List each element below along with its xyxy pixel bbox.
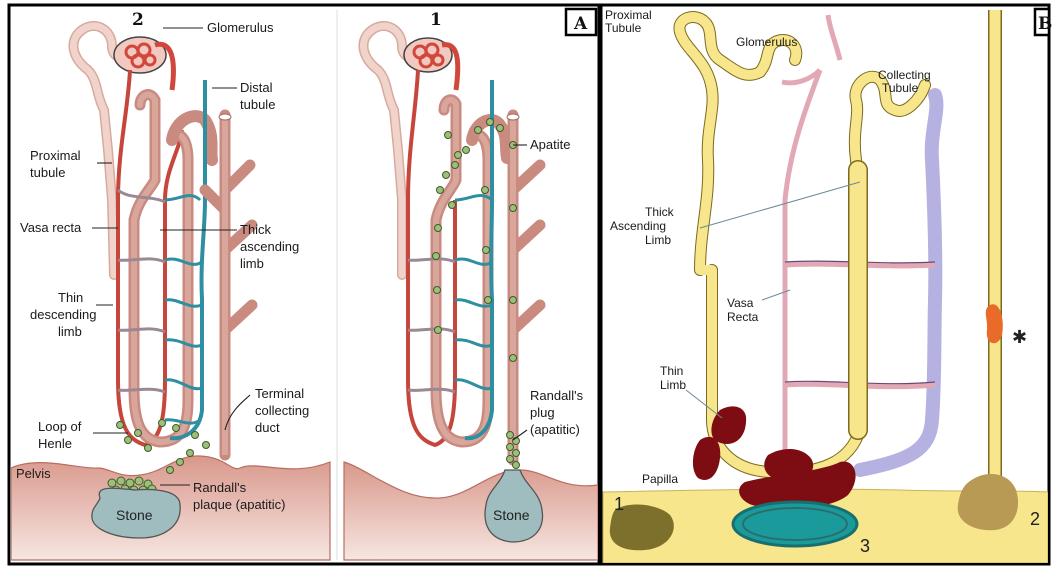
label-vasa-recta: Vasa recta: [20, 220, 82, 235]
label-proximal-b-2: Tubule: [605, 21, 642, 35]
label-plug-3: (apatitic): [530, 422, 580, 437]
label-glomerulus: Glomerulus: [207, 20, 274, 35]
panel-a-tag: A: [573, 14, 588, 34]
label-thin-2: descending: [30, 307, 97, 322]
label-number-3: 3: [860, 536, 870, 556]
label-asterisk: ✱: [1012, 327, 1027, 347]
label-thick-b-2: Ascending: [610, 219, 666, 233]
nephron-2-number: 2: [132, 10, 144, 30]
label-plug-2: plug: [530, 405, 555, 420]
label-collecting-b-2: Tubule: [882, 81, 919, 95]
label-thin-b-1: Thin: [660, 364, 683, 378]
label-plaque-2: plaque (apatitic): [193, 497, 286, 512]
label-thick-b-3: Limb: [645, 233, 671, 247]
label-vasa-b-2: Recta: [727, 310, 759, 324]
label-thin-b-2: Limb: [660, 378, 686, 392]
label-thin-3: limb: [58, 324, 82, 339]
label-distal-1: Distal: [240, 80, 273, 95]
label-terminal-1: Terminal: [255, 386, 304, 401]
label-proximal-1: Proximal: [30, 148, 81, 163]
panel-b-tag: B: [1038, 14, 1052, 34]
label-loop-1: Loop of: [38, 419, 82, 434]
label-glomerulus-b: Glomerulus: [736, 35, 797, 49]
label-loop-2: Henle: [38, 436, 72, 451]
label-number-1: 1: [614, 494, 624, 514]
label-papilla: Papilla: [642, 472, 678, 486]
label-thick-b-1: Thick: [645, 205, 675, 219]
label-stone-left: Stone: [116, 507, 153, 523]
label-thick-3: limb: [240, 256, 264, 271]
label-thick-1: Thick: [240, 222, 272, 237]
label-distal-2: tubule: [240, 97, 275, 112]
label-thin-1: Thin: [58, 290, 83, 305]
nephron-1-number: 1: [430, 10, 442, 30]
label-vasa-b-1: Vasa: [727, 296, 754, 310]
label-thick-2: ascending: [240, 239, 299, 254]
label-collecting-b-1: Collecting: [878, 68, 931, 82]
label-terminal-3: duct: [255, 420, 280, 435]
label-plug-1: Randall's: [530, 388, 584, 403]
label-pelvis: Pelvis: [16, 466, 51, 481]
label-terminal-2: collecting: [255, 403, 309, 418]
panel-a: 2 1 Glomerulus Distal tubule Proximal tu…: [9, 5, 599, 564]
label-proximal-2: tubule: [30, 165, 65, 180]
panel-b: Proximal Tubule Glomerulus Collecting Tu…: [601, 5, 1052, 564]
label-apatite: Apatite: [530, 137, 570, 152]
label-stone-right: Stone: [493, 507, 530, 523]
label-proximal-b-1: Proximal: [605, 8, 652, 22]
label-number-2: 2: [1030, 509, 1040, 529]
label-plaque-1: Randall's: [193, 480, 247, 495]
